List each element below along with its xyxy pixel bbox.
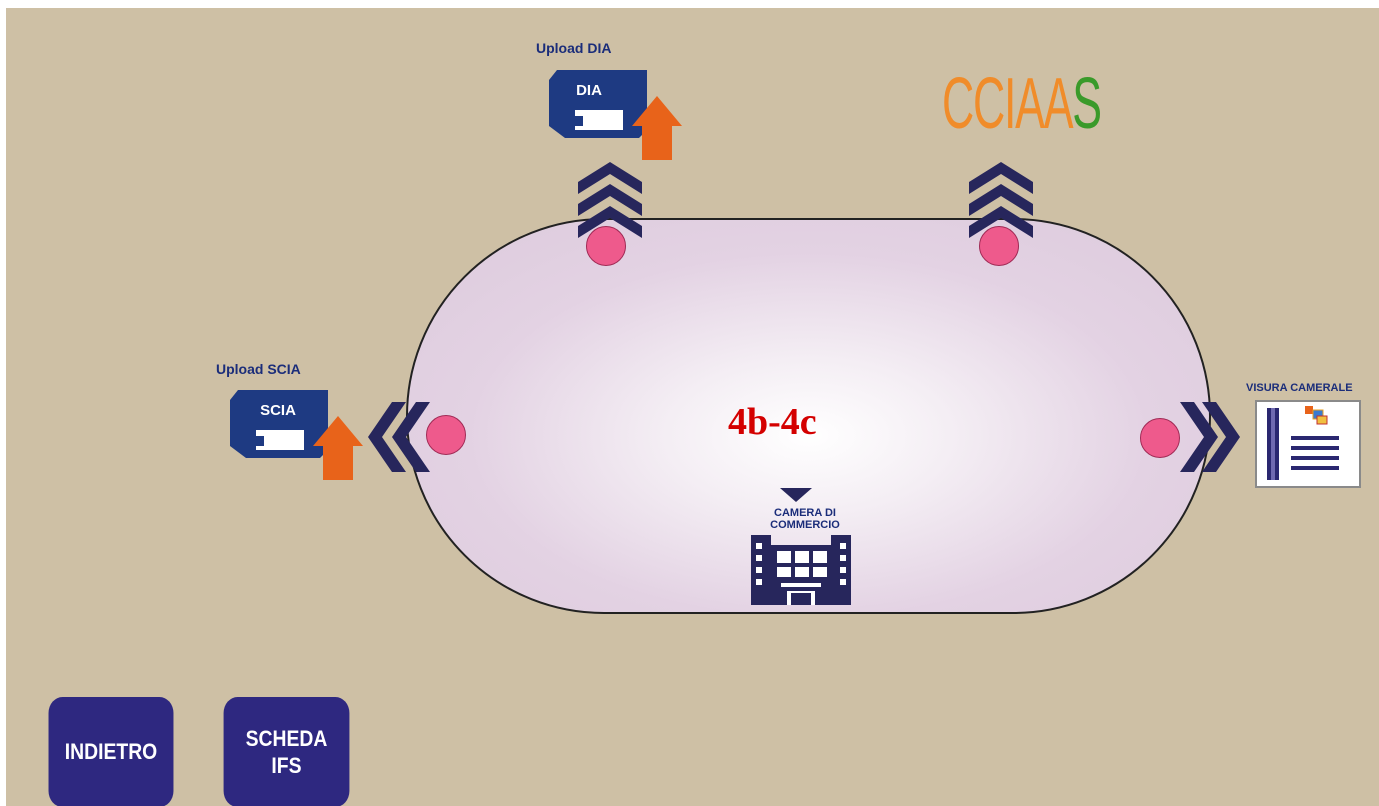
hub-top-left[interactable] [586, 226, 626, 266]
triangle-down-icon [780, 488, 812, 502]
scheda-ifs-button[interactable]: SCHEDA IFS [223, 697, 350, 806]
scheda-line1: SCHEDA [245, 725, 328, 751]
cciaas-letter: I [1004, 64, 1016, 144]
workflow-stage: 4b-4c Upload DIA DIA Upload SCIA [6, 8, 1379, 806]
upload-scia-card-text: SCIA [260, 402, 296, 419]
upload-dia-button[interactable]: DIA [547, 68, 687, 163]
upload-scia-button[interactable]: SCIA [228, 388, 368, 483]
camera-label-line1: CAMERA DI [774, 507, 836, 519]
visura-camerale-button[interactable] [1255, 400, 1361, 488]
back-button-label: INDIETRO [64, 739, 158, 765]
hub-right[interactable] [1140, 418, 1180, 458]
chevron-right-icon [1180, 402, 1240, 472]
hub-top-right[interactable] [979, 226, 1019, 266]
upload-dia-label: Upload DIA [536, 40, 612, 56]
cciaas-letter: S [1072, 64, 1102, 144]
upload-dia-card-text: DIA [576, 82, 602, 99]
scheda-ifs-label: SCHEDA IFS [246, 725, 328, 780]
chevron-up-icon [578, 162, 642, 238]
upload-document-icon [549, 70, 682, 160]
building-icon[interactable] [751, 533, 851, 605]
hub-left[interactable] [426, 415, 466, 455]
upload-document-icon [230, 390, 363, 480]
chevron-left-icon [368, 402, 430, 472]
stage-code: 4b-4c [728, 401, 817, 443]
cciaas-letter: C [973, 64, 1005, 144]
camera-di-commercio-label: CAMERA DI COMMERCIO [750, 507, 860, 531]
cciaas-letter: A [1015, 64, 1045, 144]
cciaas-letter: C [942, 64, 974, 144]
chevron-up-icon [969, 162, 1033, 238]
cciaas-logo[interactable]: CCIAAS [942, 68, 1102, 140]
upload-scia-label: Upload SCIA [216, 361, 301, 377]
back-button[interactable]: INDIETRO [48, 697, 174, 806]
scheda-line2: IFS [271, 753, 302, 778]
visura-camerale-label: VISURA CAMERALE [1246, 382, 1353, 394]
document-icon [1255, 400, 1361, 488]
camera-label-line2: COMMERCIO [770, 519, 840, 531]
cciaas-letter: A [1043, 64, 1074, 144]
